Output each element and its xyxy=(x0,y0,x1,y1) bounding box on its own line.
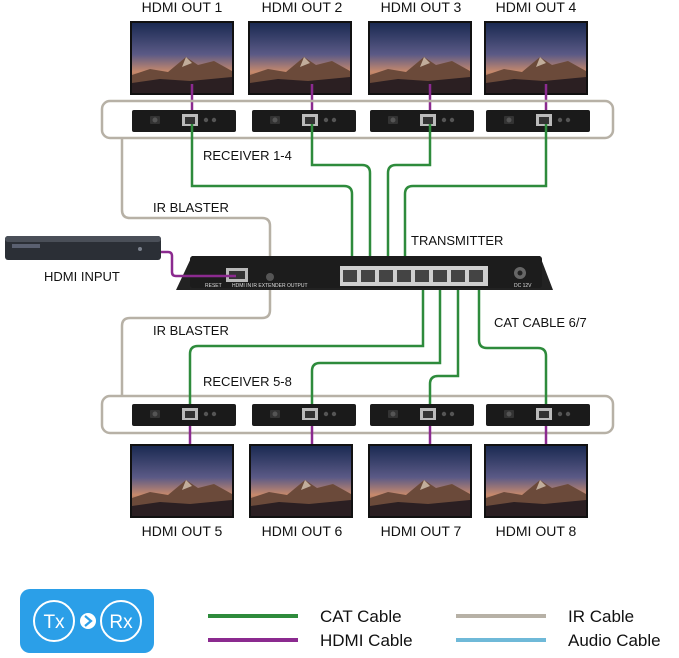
receiver-bottom-4 xyxy=(486,404,590,426)
tv-top-3 xyxy=(368,21,472,95)
legend-hdmi-label: HDMI Cable xyxy=(320,631,413,650)
ir-blaster-top-label: IR BLASTER xyxy=(153,200,229,215)
receiver-top-4 xyxy=(486,110,590,132)
legend-cat-label: CAT Cable xyxy=(320,607,402,626)
hdmi-out-1-label: HDMI OUT 1 xyxy=(142,0,223,15)
legend-audio-label: Audio Cable xyxy=(568,631,661,650)
tx-dc-label: DC 12V xyxy=(514,283,532,289)
receiver-top-1 xyxy=(132,110,236,132)
tx-reset-label: RESET xyxy=(205,283,222,289)
legend xyxy=(208,614,546,642)
hdmi-cables-bottom xyxy=(188,426,548,446)
tx-ir-label: IR EXTENDER OUTPUT xyxy=(252,283,308,289)
hdmi-out-2-label: HDMI OUT 2 xyxy=(262,0,343,15)
transmitter-unit xyxy=(176,256,553,290)
hdmi-cables-top xyxy=(190,84,548,113)
cat-cables xyxy=(188,124,548,408)
ir-cables xyxy=(100,99,615,435)
tv-top-1 xyxy=(130,21,234,95)
badge-tx-text: Tx xyxy=(43,612,65,633)
hdmi-out-7-label: HDMI OUT 7 xyxy=(381,523,462,539)
hdmi-out-5-label: HDMI OUT 5 xyxy=(142,523,223,539)
receiver-bottom-2 xyxy=(252,404,356,426)
hdmi-out-8-label: HDMI OUT 8 xyxy=(496,523,577,539)
tv-bottom-3 xyxy=(368,444,472,518)
hdmi-out-4-label: HDMI OUT 4 xyxy=(496,0,577,15)
tv-top-2 xyxy=(248,21,352,95)
cat-cable-label: CAT CABLE 6/7 xyxy=(494,315,587,330)
receiver-1-4-label: RECEIVER 1-4 xyxy=(203,148,292,163)
tv-bottom-4 xyxy=(484,444,588,518)
tx-hdmi-in-label: HDMI IN xyxy=(232,283,252,289)
transmitter-label: TRANSMITTER xyxy=(411,233,503,248)
hdmi-input-cable xyxy=(150,250,236,278)
hdmi-out-6-label: HDMI OUT 6 xyxy=(262,523,343,539)
ir-blaster-bottom-label: IR BLASTER xyxy=(153,323,229,338)
hdmi-out-3-label: HDMI OUT 3 xyxy=(381,0,462,15)
hdmi-input-label: HDMI INPUT xyxy=(44,269,120,284)
legend-ir-label: IR Cable xyxy=(568,607,634,626)
receiver-bottom-1 xyxy=(132,404,236,426)
receiver-top-2 xyxy=(252,110,356,132)
tv-bottom-2 xyxy=(249,444,353,518)
badge-rx-text: Rx xyxy=(109,612,133,633)
receiver-top-3 xyxy=(370,110,474,132)
hdmi-source-player xyxy=(5,236,161,260)
tv-top-4 xyxy=(484,21,588,95)
receiver-5-8-label: RECEIVER 5-8 xyxy=(203,374,292,389)
tv-bottom-1 xyxy=(130,444,234,518)
tx-rx-badge xyxy=(20,589,154,653)
receiver-bottom-3 xyxy=(370,404,474,426)
